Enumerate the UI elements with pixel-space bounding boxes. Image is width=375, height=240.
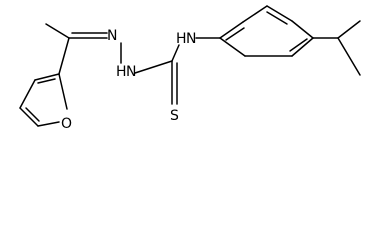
furan-c4-c5 bbox=[19, 107, 39, 127]
furan-c3-c4 bbox=[19, 79, 36, 109]
benzene-bond-1 bbox=[219, 21, 244, 39]
structure-canvas: O N H N H N S bbox=[19, 5, 361, 132]
methyl-bond bbox=[45, 23, 70, 39]
furan-c2-c3-inner bbox=[37, 78, 56, 84]
thioamide-nitrogen-label: N bbox=[186, 31, 196, 47]
furan-c5-o bbox=[37, 121, 60, 127]
furan-attachment-bond bbox=[58, 37, 70, 75]
furan-o-c2 bbox=[58, 73, 68, 110]
benzene-bond-1-inner bbox=[225, 27, 245, 41]
benzene-bond-5 bbox=[291, 37, 314, 57]
chemical-structure-diagram: O N H N H N S bbox=[19, 5, 361, 132]
c-nh-bond bbox=[171, 44, 180, 62]
benzene-bond-4 bbox=[291, 20, 314, 39]
furan-oxygen-label: O bbox=[61, 116, 72, 132]
nh-c-bond bbox=[134, 60, 173, 74]
isopropyl-methyl-lower bbox=[337, 37, 361, 76]
furan-c4-c5-inner bbox=[25, 107, 40, 122]
benzene-bond-5-inner bbox=[289, 38, 308, 52]
hydrazine-hydrogen-label: H bbox=[116, 64, 127, 80]
thioamide-hydrogen-label: H bbox=[176, 31, 187, 47]
benzene-bond-2 bbox=[242, 5, 268, 23]
imine-nitrogen-label: N bbox=[107, 28, 117, 44]
benzene-bond-3 bbox=[266, 5, 293, 22]
isopropyl-methyl-upper bbox=[337, 20, 361, 39]
benzene-bond-7 bbox=[219, 37, 246, 57]
furan-c2-c3 bbox=[34, 73, 60, 81]
hydrazine-nitrogen-label: N bbox=[126, 64, 136, 80]
sulfur-label: S bbox=[170, 108, 179, 124]
benzene-bond-3-inner bbox=[266, 11, 288, 25]
